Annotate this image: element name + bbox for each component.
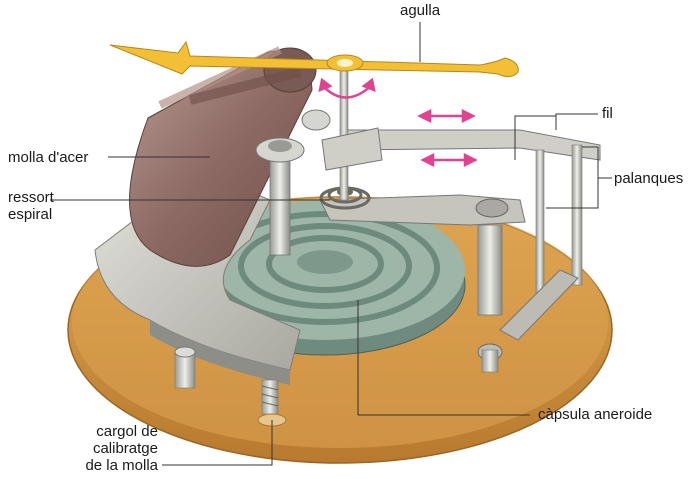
label-needle: agulla [400, 2, 441, 19]
label-hair-spring: ressort espiral [8, 189, 54, 223]
needle [109, 40, 519, 78]
label-wire: fil [602, 105, 613, 122]
label-aneroid-capsule: càpsula aneroide [538, 406, 653, 423]
motion-arrows [318, 77, 478, 168]
label-levers: palanques [614, 170, 684, 187]
label-steel-spring: molla d'acer [8, 149, 89, 166]
label-calibration-screw: cargol de calibratge de la molla [85, 423, 158, 474]
steel-spring [129, 46, 317, 267]
leader-lines [50, 22, 612, 466]
central-post [269, 159, 291, 256]
levers [319, 129, 601, 373]
